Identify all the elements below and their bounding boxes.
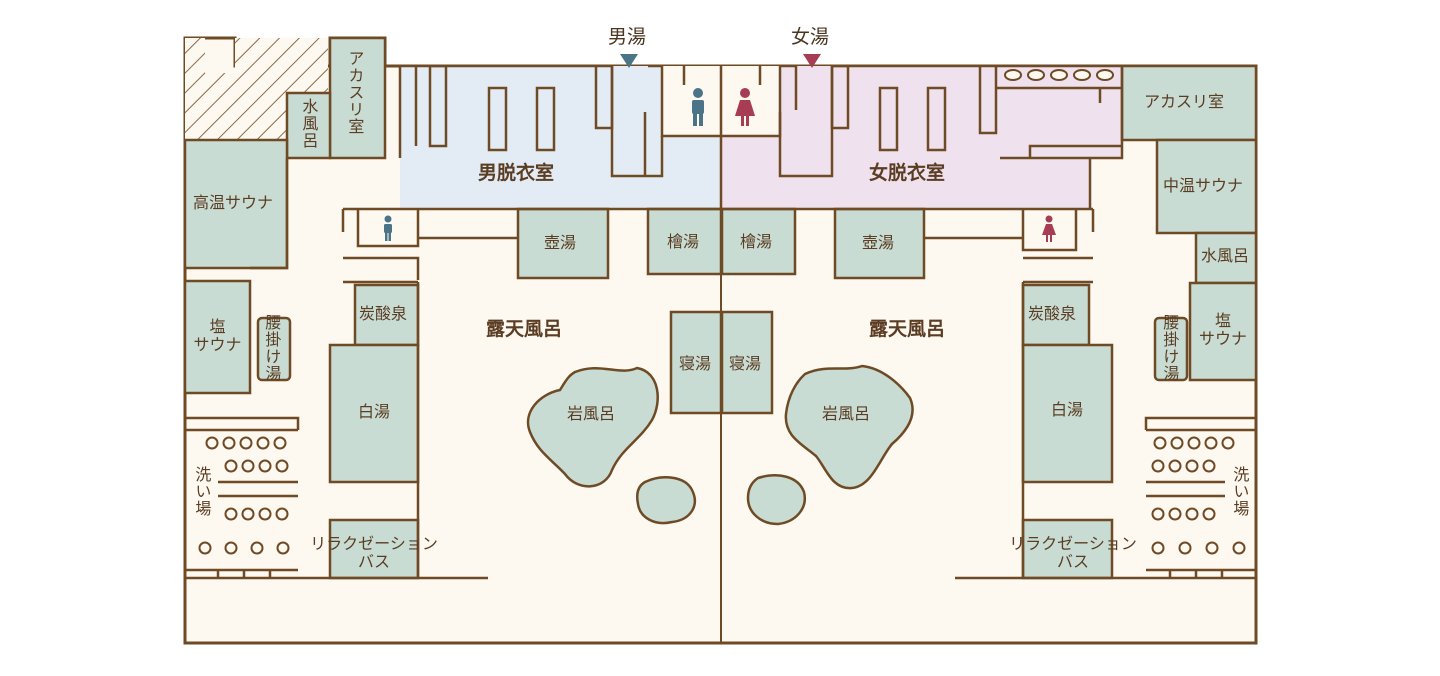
men-high-sauna-label: 高温サウナ xyxy=(193,193,274,212)
men-salt-sauna xyxy=(183,279,252,395)
men-akasuri-room xyxy=(328,36,387,160)
women-mid-sauna xyxy=(1155,138,1258,235)
women-salt-sauna-label: 塩 サウナ xyxy=(1198,311,1247,349)
men-outdoor-bath-label: 露天風呂 xyxy=(486,318,563,340)
women-tsubo-bath xyxy=(833,207,926,280)
men-akasuri-label: アカスリ室 xyxy=(345,50,365,135)
entrance-arrow-icon-women xyxy=(803,54,821,68)
women-changing-area-ext xyxy=(1090,66,1122,158)
men-toilet-icon xyxy=(692,88,704,126)
men-rock-bath-label: 岩風呂 xyxy=(567,404,616,423)
women-hinoki-bath xyxy=(720,207,797,276)
women-salt-sauna xyxy=(1188,281,1258,382)
women-rock-bath xyxy=(784,364,914,490)
women-small-rock-bath xyxy=(746,474,807,526)
women-outdoor-bath-label: 露天風呂 xyxy=(869,318,946,340)
men-carbonated-spring xyxy=(353,283,420,347)
men-water-bath xyxy=(285,91,332,160)
hatched-area xyxy=(185,38,328,140)
women-relaxation-label: リラクゼーション バス xyxy=(1009,534,1137,572)
men-sitting-bath-label: 腰掛け湯 xyxy=(262,314,282,382)
women-carbonated-spring xyxy=(1021,283,1091,347)
women-neyu xyxy=(720,310,774,415)
women-relaxation-bath xyxy=(1021,518,1114,580)
women-water-bath-label: 水風呂 xyxy=(1201,246,1250,265)
entrance-arrow-icon-men xyxy=(620,54,638,68)
women-entrance-label: 女湯 xyxy=(791,26,830,48)
men-hinoki-label: 檜湯 xyxy=(667,232,700,251)
men-sitting-bath xyxy=(256,316,292,382)
men-salt-sauna-label: 塩 サウナ xyxy=(193,317,242,355)
women-hinoki-label: 檜湯 xyxy=(740,232,773,251)
men-relaxation-label: リラクゼーション バス xyxy=(310,534,438,572)
women-toilet-icon-small xyxy=(1042,215,1056,242)
men-white-bath xyxy=(328,343,420,484)
women-mid-sauna-label: 中温サウナ xyxy=(1163,176,1244,195)
women-neyu-label: 寝湯 xyxy=(729,354,762,373)
women-white-bath xyxy=(1021,343,1114,484)
men-tsubo-bath xyxy=(516,207,610,280)
men-water-bath-label: 水風呂 xyxy=(299,98,319,149)
men-small-rock-bath xyxy=(636,476,697,525)
women-changing-room-label: 女脱衣室 xyxy=(869,162,946,184)
men-tsubo-label: 壺湯 xyxy=(544,233,577,252)
women-water-bath xyxy=(1194,231,1258,285)
men-carbonated-label: 炭酸泉 xyxy=(359,304,408,323)
women-toilet-icon xyxy=(735,88,755,126)
men-white-bath-label: 白湯 xyxy=(358,402,391,421)
women-changing-area xyxy=(722,66,1090,209)
women-rock-bath-label: 岩風呂 xyxy=(822,404,871,423)
men-high-sauna xyxy=(183,138,289,270)
men-entrance-label: 男湯 xyxy=(608,26,647,48)
men-hinoki-bath xyxy=(646,207,723,276)
women-washing-area-label: 洗い場 xyxy=(1230,466,1250,517)
men-neyu-label: 寝湯 xyxy=(679,354,712,373)
men-washing-area-label: 洗い場 xyxy=(192,466,212,517)
women-sitting-bath xyxy=(1153,316,1189,382)
men-toilet-icon-small xyxy=(384,215,392,241)
women-akasuri-room xyxy=(1120,64,1258,142)
women-tsubo-label: 壺湯 xyxy=(862,233,895,252)
men-changing-room-label: 男脱衣室 xyxy=(478,162,555,184)
women-white-bath-label: 白湯 xyxy=(1051,400,1084,419)
women-sitting-bath-label: 腰掛け湯 xyxy=(1160,314,1180,382)
women-akasuri-label: アカスリ室 xyxy=(1144,92,1225,111)
men-relaxation-bath xyxy=(328,518,420,580)
women-carbonated-label: 炭酸泉 xyxy=(1028,304,1077,323)
men-rock-bath xyxy=(527,366,659,488)
